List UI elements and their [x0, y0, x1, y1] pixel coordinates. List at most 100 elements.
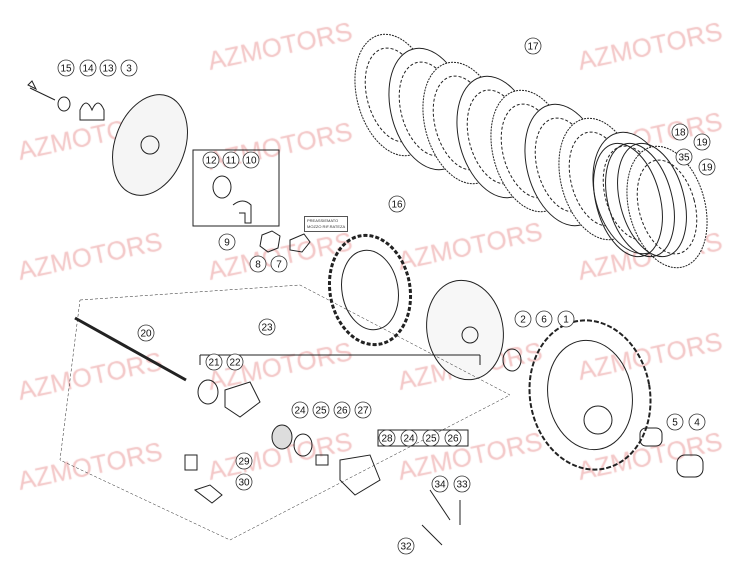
callout-circle	[242, 151, 260, 169]
callout-34: 34	[431, 475, 449, 493]
callout-30: 30	[235, 473, 253, 491]
callout-circle	[514, 310, 532, 328]
callout-label: 30	[238, 478, 250, 489]
group-box-9	[192, 149, 280, 227]
callout-17: 17	[524, 37, 542, 55]
callout-label: 29	[238, 457, 250, 468]
clip-30	[193, 484, 223, 504]
callout-circle	[235, 473, 253, 491]
callout-label: 13	[102, 64, 114, 75]
callout-label: 3	[126, 64, 132, 75]
callout-circle	[226, 353, 244, 371]
callout-24: 24	[400, 429, 418, 447]
note-line-1: PREASSIEMATO	[307, 218, 339, 223]
callout-25: 25	[422, 429, 440, 447]
callout-label: 33	[456, 480, 468, 491]
callout-circle	[557, 310, 575, 328]
callout-circle	[666, 413, 684, 431]
callout-label: 21	[208, 358, 220, 369]
gasket-22	[224, 381, 261, 418]
callout-circle	[524, 37, 542, 55]
spring-13	[79, 102, 105, 121]
bushing-4	[676, 454, 704, 478]
callout-circle	[202, 151, 220, 169]
callout-4: 4	[688, 413, 706, 431]
cover-27	[339, 454, 381, 496]
callout-label: 2	[520, 315, 526, 326]
preassembled-note: PREASSIEMATO MOZZO RIF.RATEZA	[304, 216, 349, 232]
callout-label: 15	[60, 64, 72, 75]
callout-label: 9	[224, 238, 230, 249]
callout-circle	[400, 429, 418, 447]
callout-circle	[218, 233, 236, 251]
callout-circle	[79, 59, 97, 77]
callout-6: 6	[535, 310, 553, 328]
callout-label: 26	[447, 434, 459, 445]
callout-label: 12	[205, 156, 217, 167]
clutch-plate-inner	[636, 159, 698, 255]
callout-23: 23	[258, 318, 276, 336]
callout-label: 6	[541, 315, 547, 326]
callout-circle	[270, 255, 288, 273]
clutch-hub	[327, 233, 413, 347]
callout-2: 2	[514, 310, 532, 328]
callout-label: 7	[276, 260, 282, 271]
callout-label: 14	[82, 64, 94, 75]
callout-1: 1	[557, 310, 575, 328]
callout-label: 8	[255, 260, 261, 271]
callout-circle	[312, 401, 330, 419]
callout-circle	[333, 401, 351, 419]
pin-29	[184, 454, 198, 471]
washer-2	[502, 348, 522, 372]
gear-24	[271, 424, 293, 450]
callout-5: 5	[666, 413, 684, 431]
callout-26: 26	[444, 429, 462, 447]
callout-13: 13	[99, 59, 117, 77]
callout-circle	[291, 401, 309, 419]
callout-label: 11	[226, 156, 237, 167]
callout-circle	[222, 151, 240, 169]
callout-circle	[422, 429, 440, 447]
push-rod-20	[74, 316, 187, 382]
callout-circle	[258, 318, 276, 336]
pressure-plate	[112, 94, 188, 196]
callout-19: 19	[693, 133, 711, 151]
callout-label: 32	[400, 542, 412, 553]
snap-ring	[593, 142, 663, 258]
bolts-33-34-32	[421, 489, 461, 546]
callout-label: 28	[381, 434, 393, 445]
snap-ring	[617, 142, 687, 258]
callout-circle	[698, 158, 716, 176]
callout-11: 11	[222, 151, 240, 169]
callout-circle	[388, 195, 406, 213]
callout-label: 10	[245, 156, 257, 167]
callout-circle	[688, 413, 706, 431]
callout-circle	[249, 255, 267, 273]
callout-circle	[535, 310, 553, 328]
callout-33: 33	[453, 475, 471, 493]
callout-circle	[431, 475, 449, 493]
callout-label: 24	[294, 406, 306, 417]
callout-label: 19	[696, 138, 708, 149]
callout-7: 7	[270, 255, 288, 273]
callout-label: 25	[315, 406, 327, 417]
callout-19: 19	[698, 158, 716, 176]
callout-circle	[99, 59, 117, 77]
assembly-23-bracket	[199, 354, 481, 365]
o-ring-21	[197, 379, 219, 405]
callout-32: 32	[397, 537, 415, 555]
callout-8: 8	[249, 255, 267, 273]
callout-circle	[354, 401, 372, 419]
callout-label: 19	[701, 163, 713, 174]
clutch-basket	[528, 319, 652, 471]
snap-ring	[605, 142, 675, 258]
callout-circle	[235, 452, 253, 470]
callout-27: 27	[354, 401, 372, 419]
callout-circle	[453, 475, 471, 493]
callout-12: 12	[202, 151, 220, 169]
inner-hub	[426, 279, 504, 381]
needle-bearing-5	[639, 427, 663, 447]
callout-label: 20	[140, 329, 152, 340]
